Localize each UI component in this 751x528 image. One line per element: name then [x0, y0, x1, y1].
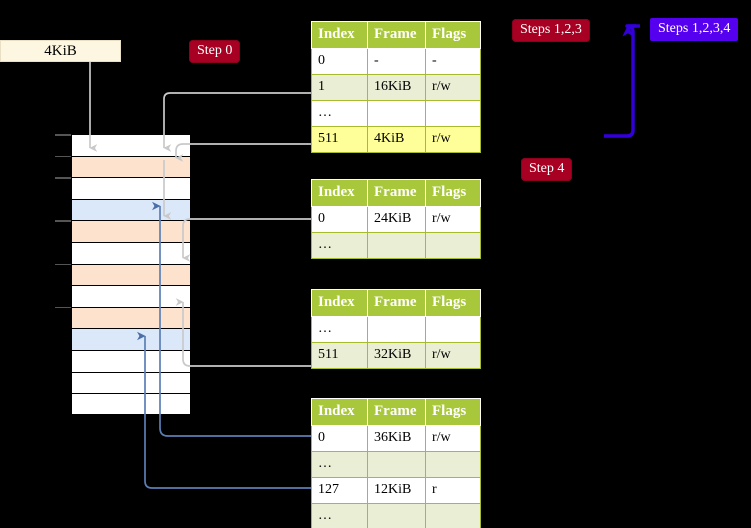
column-header-flags: Flags: [425, 289, 481, 317]
table-row: …: [311, 451, 481, 478]
table-cell: 32KiB: [367, 342, 426, 369]
memory-tick-mark: [55, 177, 71, 179]
step-4-badge: Step 4: [521, 158, 573, 181]
column-header-frame: Frame: [367, 398, 426, 426]
column-header-index: Index: [311, 398, 368, 426]
table-cell: r/w: [425, 126, 481, 153]
memory-frame-row: [71, 177, 191, 199]
column-header-frame: Frame: [367, 21, 426, 49]
column-header-index: Index: [311, 21, 368, 49]
memory-frame-row: [71, 155, 191, 178]
table-cell: r/w: [425, 342, 481, 369]
memory-frame-row: [71, 350, 191, 372]
memory-tick-mark: [55, 134, 71, 136]
table-cell: [367, 100, 426, 127]
memory-frame-row: [71, 285, 191, 307]
size-label-text: 4KiB: [44, 43, 77, 59]
column-header-index: Index: [311, 289, 368, 317]
table-row: …: [311, 232, 481, 259]
table-cell: [367, 316, 426, 343]
table-cell: [367, 451, 426, 478]
table-cell: [367, 232, 426, 259]
memory-frame-row: [71, 220, 191, 242]
column-header-flags: Flags: [425, 21, 481, 49]
table-cell: [425, 316, 481, 343]
table-cell: 1: [311, 74, 368, 101]
memory-tick-mark: [55, 220, 71, 222]
table-cell: r: [425, 477, 481, 504]
memory-tick-mark: [55, 263, 71, 266]
table-cell: -: [367, 48, 426, 75]
memory-frame-row: [71, 134, 191, 156]
memory-frame-row: [71, 371, 191, 394]
table-cell: 24KiB: [367, 206, 426, 233]
column-header-frame: Frame: [367, 179, 426, 207]
memory-frame-row: [71, 306, 191, 329]
steps-123-badge: Steps 1,2,3: [512, 19, 590, 42]
steps-1234-badge: Steps 1,2,3,4: [650, 18, 739, 41]
table-cell: 127: [311, 477, 368, 504]
table-cell: [425, 451, 481, 478]
physical-memory-column: [55, 134, 191, 419]
table-row: …: [311, 503, 481, 528]
column-header-flags: Flags: [425, 179, 481, 207]
memory-frame-row: [71, 263, 191, 286]
step-0-badge: Step 0: [189, 40, 241, 63]
table-row: …: [311, 316, 481, 343]
table-cell: r/w: [425, 425, 481, 452]
connector-memory-to-l1: [175, 143, 311, 162]
table-cell: …: [311, 316, 368, 343]
memory-frame-row: [71, 242, 191, 264]
table-cell: …: [311, 451, 368, 478]
column-header-index: Index: [311, 179, 368, 207]
table-cell: …: [311, 232, 368, 259]
table-cell: 12KiB: [367, 477, 426, 504]
table-cell: [425, 232, 481, 259]
table-cell: 36KiB: [367, 425, 426, 452]
table-cell: 511: [311, 126, 368, 153]
table-cell: 0: [311, 425, 368, 452]
table-cell: 0: [311, 206, 368, 233]
table-cell: [425, 503, 481, 528]
column-header-flags: Flags: [425, 398, 481, 426]
connector-l3-to-memory: [175, 298, 311, 367]
table-cell: …: [311, 100, 368, 127]
table-row: 0--: [311, 48, 481, 75]
table-cell: -: [425, 48, 481, 75]
table-cell: [425, 100, 481, 127]
table-cell: 0: [311, 48, 368, 75]
memory-frame-row: [71, 198, 191, 221]
table-cell: r/w: [425, 206, 481, 233]
memory-frame-row: [71, 328, 191, 350]
table-cell: 16KiB: [367, 74, 426, 101]
memory-tick-mark: [55, 306, 71, 309]
size-label-box: 4KiB: [0, 40, 121, 62]
table-cell: r/w: [425, 74, 481, 101]
column-header-frame: Frame: [367, 289, 426, 317]
table-cell: …: [311, 503, 368, 528]
connector-steps-bracket: [604, 24, 640, 138]
memory-tick-mark: [55, 155, 71, 158]
table-row: …: [311, 100, 481, 127]
connector-l2-to-memory: [182, 218, 311, 262]
table-cell: [367, 503, 426, 528]
table-cell: 511: [311, 342, 368, 369]
memory-frame-row: [71, 393, 191, 415]
table-cell: 4KiB: [367, 126, 426, 153]
